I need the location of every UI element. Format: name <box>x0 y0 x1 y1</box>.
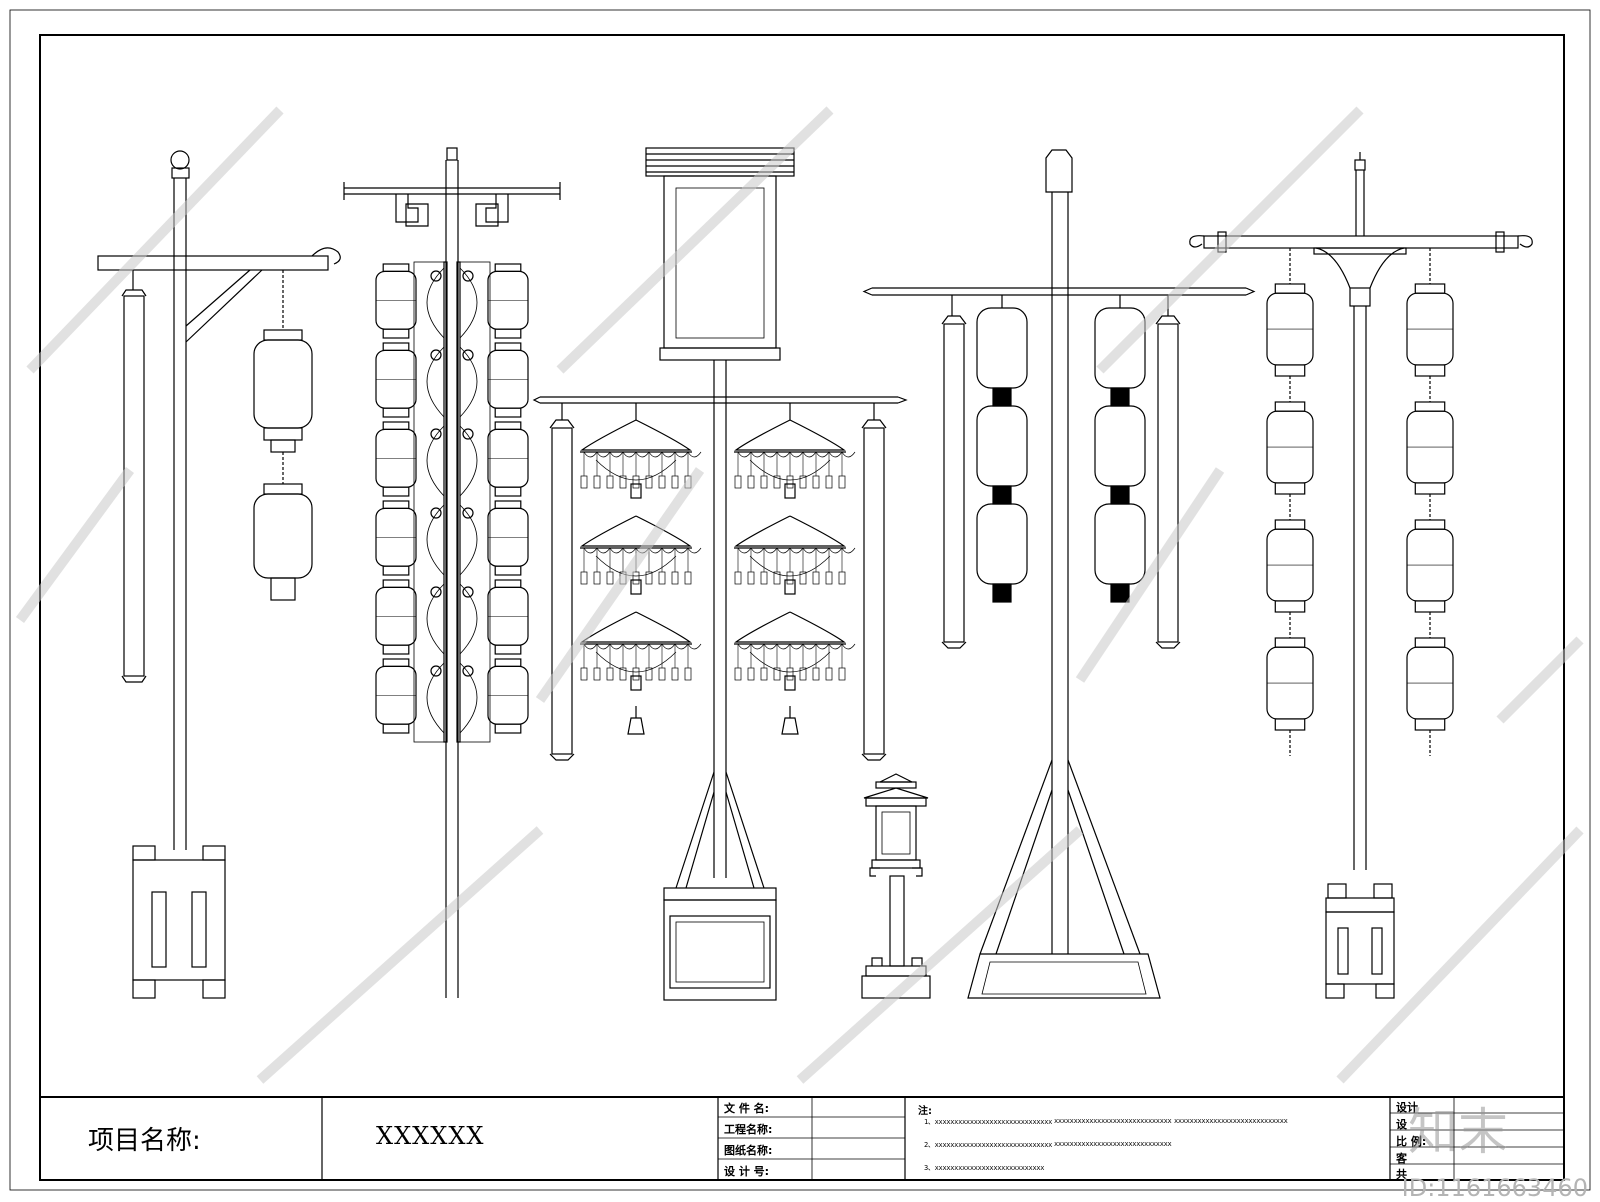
field-project-name: 工程名称: <box>724 1123 773 1136</box>
lantern-left-1 <box>375 263 417 339</box>
string-left-lantern-2 <box>1266 401 1314 495</box>
triple-left-band-3 <box>992 583 1012 603</box>
lantern-left-5 <box>375 579 417 655</box>
string-left-lantern-1 <box>1266 283 1314 377</box>
project-name-value: XXXXXX <box>376 1122 485 1150</box>
string-left-lantern-4 <box>1266 637 1314 731</box>
chandelier-left-tier-3 <box>580 611 702 691</box>
lantern-string-left <box>1266 283 1314 756</box>
ornament-right-1 <box>462 270 474 282</box>
ornament-left-1 <box>430 270 442 282</box>
ornament-left-2 <box>430 349 442 361</box>
ornament-right-2 <box>462 349 474 361</box>
field-design-1: 设计 <box>1396 1101 1418 1114</box>
lamp-post-3 <box>532 147 908 1001</box>
field-file-name: 文 件 名: <box>724 1102 770 1115</box>
triple-right-lobe-2 <box>1094 405 1146 487</box>
watermark-logo: 知末 <box>1408 1103 1508 1161</box>
string-left-lantern-3 <box>1266 519 1314 613</box>
field-total: 共 <box>1396 1168 1407 1181</box>
note-1b: xxxxxxxxxxxxxxxxxxxxxxxxxxxxxx <box>1054 1117 1172 1125</box>
ornament-left-5 <box>430 586 442 598</box>
notes-title: 注: <box>918 1106 932 1117</box>
ornament-right-5 <box>462 586 474 598</box>
note-1c: xxxxxxxxxxxxxxxxxxxxxxxxxxxxx <box>1174 1117 1288 1125</box>
lantern-grid-right <box>459 263 529 734</box>
lamp-post-6 <box>1189 152 1533 999</box>
chandelier-right <box>734 403 856 735</box>
title-block-frame <box>40 1096 1564 1180</box>
watermark-strokes <box>15 106 1584 1084</box>
field-drawing-name: 图纸名称: <box>724 1144 773 1157</box>
ornament-right-3 <box>462 428 474 440</box>
lantern-right-3 <box>487 421 529 497</box>
chandelier-right-tier-2 <box>734 515 856 595</box>
triple-left-band-1 <box>992 387 1012 407</box>
lantern-left-3 <box>375 421 417 497</box>
lantern-left-6 <box>375 658 417 734</box>
lantern-left-2 <box>375 342 417 418</box>
triple-left-lobe-3 <box>976 503 1028 585</box>
triple-left-lobe-1 <box>976 307 1028 389</box>
ornament-left-4 <box>430 507 442 519</box>
chandelier-left <box>580 403 702 735</box>
project-name-label: 项目名称: <box>88 1126 201 1156</box>
ornament-left-6 <box>430 665 442 677</box>
string-right-lantern-3 <box>1406 519 1454 613</box>
note-2b: xxxxxxxxxxxxxxxxxxxxxxxxxxxxxx <box>1054 1140 1172 1148</box>
triple-lantern-right <box>1094 307 1146 603</box>
triple-right-band-2 <box>1110 485 1130 505</box>
ornament-right-6 <box>462 665 474 677</box>
field-design-2: 设 <box>1396 1118 1407 1131</box>
triple-right-band-3 <box>1110 583 1130 603</box>
lantern-right-4 <box>487 500 529 576</box>
note-1a: 1、xxxxxxxxxxxxxxxxxxxxxxxxxxxxxx <box>924 1118 1053 1126</box>
note-3: 3、xxxxxxxxxxxxxxxxxxxxxxxxxxxx <box>924 1164 1045 1172</box>
triple-lantern-left <box>976 307 1028 603</box>
ornament-right-4 <box>462 507 474 519</box>
string-right-lantern-2 <box>1406 401 1454 495</box>
string-right-lantern-1 <box>1406 283 1454 377</box>
lantern-grid-left <box>375 263 445 734</box>
chandelier-right-tier-3 <box>734 611 856 691</box>
ornament-left-3 <box>430 428 442 440</box>
inner-border <box>39 34 1565 1181</box>
triple-right-band-1 <box>1110 387 1130 407</box>
triple-left-band-2 <box>992 485 1012 505</box>
string-right-lantern-4 <box>1406 637 1454 731</box>
lamp-post-5 <box>862 149 1256 999</box>
triple-left-lobe-2 <box>976 405 1028 487</box>
lantern-right-5 <box>487 579 529 655</box>
lantern-right-6 <box>487 658 529 734</box>
lamp-post-2 <box>343 147 561 998</box>
field-scale: 比 例: <box>1396 1135 1427 1148</box>
watermark-id: ID:1161663460 <box>1401 1174 1588 1202</box>
outer-border <box>9 9 1591 1191</box>
field-design-number: 设 计 号: <box>724 1165 770 1178</box>
chandelier-right-tier-1 <box>734 419 856 499</box>
pagoda-bollard-light <box>861 773 931 999</box>
chandelier-left-bottom-tassel <box>627 717 645 735</box>
lantern-left-4 <box>375 500 417 576</box>
note-2a: 2、xxxxxxxxxxxxxxxxxxxxxxxxxxxxxx <box>924 1141 1053 1149</box>
triple-right-lobe-3 <box>1094 503 1146 585</box>
lamp-post-1 <box>97 150 341 999</box>
lantern-right-2 <box>487 342 529 418</box>
chandelier-right-bottom-tassel <box>781 717 799 735</box>
field-client: 客 <box>1396 1152 1407 1165</box>
lantern-string-right <box>1406 283 1454 756</box>
lantern-right-1 <box>487 263 529 339</box>
